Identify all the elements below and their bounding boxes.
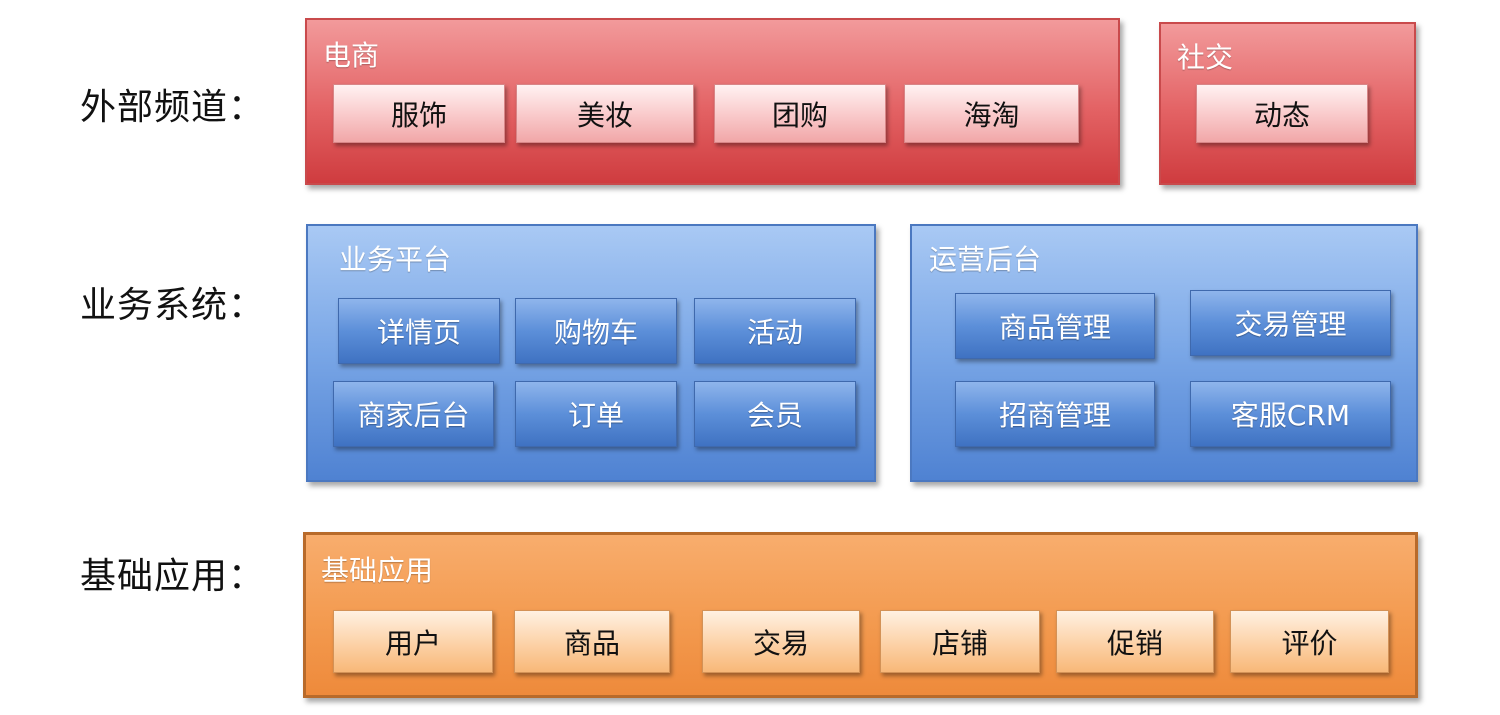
base-box-store: 店铺: [880, 610, 1040, 673]
system-box-product-management: 商品管理: [955, 293, 1155, 359]
row-label-base-applications: 基础应用：: [80, 556, 266, 597]
channel-box-cross-border: 海淘: [904, 84, 1079, 143]
base-box-review: 评价: [1230, 610, 1389, 673]
system-box-merchant-recruitment: 招商管理: [955, 381, 1155, 447]
row-label-business-systems: 业务系统：: [80, 285, 266, 326]
system-box-merchant-backend: 商家后台: [333, 381, 494, 447]
system-box-promotion-event: 活动: [694, 298, 856, 364]
system-box-transaction-management: 交易管理: [1190, 290, 1391, 356]
channel-box-feed: 动态: [1196, 84, 1368, 143]
base-box-user: 用户: [333, 610, 493, 673]
row-label-external-channels: 外部频道：: [80, 87, 266, 128]
channel-box-group-buy: 团购: [714, 84, 886, 143]
system-box-membership: 会员: [694, 381, 856, 447]
base-box-promotion: 促销: [1056, 610, 1214, 673]
ecommerce-panel-title: 电商: [323, 39, 380, 72]
base-applications-panel-title: 基础应用: [321, 554, 434, 587]
channel-box-apparel: 服饰: [333, 84, 505, 143]
channel-box-beauty: 美妆: [516, 84, 694, 143]
system-box-detail-page: 详情页: [338, 298, 500, 364]
system-box-orders: 订单: [515, 381, 677, 447]
operations-panel-title: 运营后台: [929, 243, 1042, 276]
system-box-cart: 购物车: [515, 298, 677, 364]
social-panel-title: 社交: [1177, 41, 1234, 74]
business-platform-panel-title: 业务平台: [339, 243, 452, 276]
system-box-customer-service-crm: 客服CRM: [1190, 381, 1391, 447]
base-box-product: 商品: [514, 610, 670, 673]
base-box-transaction: 交易: [702, 610, 860, 673]
